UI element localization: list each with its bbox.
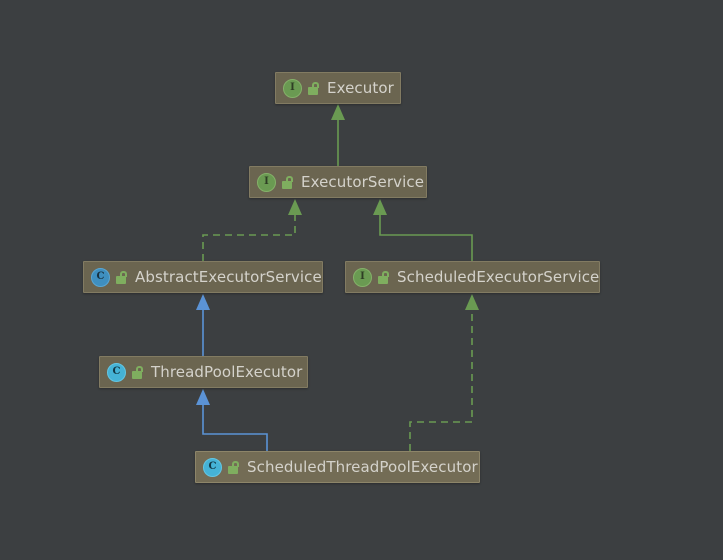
public-lock-icon: [281, 175, 294, 189]
class-node-executor-service[interactable]: I ExecutorService: [249, 166, 427, 198]
class-icon: C: [203, 457, 222, 477]
public-lock-icon: [115, 270, 128, 284]
edge-abstract-executor-service-to-executor-service: [202, 199, 302, 261]
interface-icon: I: [353, 267, 372, 287]
class-icon: C: [107, 362, 126, 382]
class-node-label: Executor: [327, 78, 394, 97]
interface-icon: I: [257, 172, 276, 192]
interface-icon: I: [283, 78, 302, 98]
public-lock-icon: [307, 81, 320, 95]
class-node-scheduled-thread-pool-executor[interactable]: C ScheduledThreadPoolExecutor: [195, 451, 480, 483]
public-lock-icon: [131, 365, 144, 379]
class-node-scheduled-executor-service[interactable]: I ScheduledExecutorService: [345, 261, 600, 293]
edge-executor-service-to-executor: [331, 104, 345, 166]
class-node-label: AbstractExecutorService: [135, 267, 322, 286]
abstract-class-icon: C: [91, 267, 110, 287]
public-lock-icon: [227, 460, 240, 474]
edge-scheduled-thread-pool-executor-to-thread-pool-executor: [196, 389, 268, 451]
public-lock-icon: [377, 270, 390, 284]
edge-thread-pool-executor-to-abstract-executor-service: [196, 294, 210, 356]
class-node-label: ScheduledExecutorService: [397, 267, 600, 286]
edge-scheduled-thread-pool-executor-to-scheduled-executor-service: [409, 294, 479, 451]
class-node-thread-pool-executor[interactable]: C ThreadPoolExecutor: [99, 356, 308, 388]
class-node-executor[interactable]: I Executor: [275, 72, 401, 104]
edge-scheduled-executor-service-to-executor-service: [373, 199, 473, 261]
class-node-label: ExecutorService: [301, 172, 425, 191]
class-node-label: ThreadPoolExecutor: [151, 362, 303, 381]
class-node-abstract-executor-service[interactable]: C AbstractExecutorService: [83, 261, 323, 293]
class-node-label: ScheduledThreadPoolExecutor: [247, 457, 478, 476]
